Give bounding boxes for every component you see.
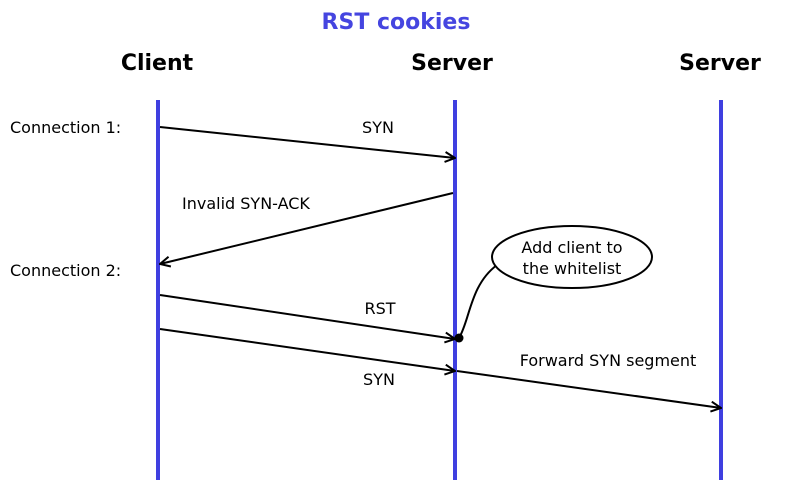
syn-arrow-2: [159, 328, 455, 371]
connection-1-label: Connection 1:: [10, 118, 121, 137]
rst-arrow: [159, 294, 455, 339]
note-anchor-dot: [454, 333, 464, 343]
invalid-synack-arrow: [160, 192, 454, 264]
rst-label: RST: [364, 299, 395, 318]
connection-2-label: Connection 2:: [10, 261, 121, 280]
forward-syn-label: Forward SYN segment: [520, 351, 697, 370]
forward-syn-arrow: [456, 370, 721, 408]
participant-client: Client: [121, 51, 194, 76]
invalid-synack-label: Invalid SYN-ACK: [182, 194, 310, 213]
participant-server: Server: [411, 51, 493, 76]
syn-label-1: SYN: [362, 118, 394, 137]
note-connector: [458, 264, 498, 339]
syn-label-2: SYN: [363, 370, 395, 389]
diagram-title: RST cookies: [322, 10, 471, 35]
note-bubble: [491, 225, 653, 289]
syn-arrow-1: [159, 126, 455, 158]
note-line-2: the whitelist: [523, 259, 622, 278]
note-line-1: Add client to: [521, 238, 622, 257]
participant-backend-server: Server: [679, 51, 761, 76]
